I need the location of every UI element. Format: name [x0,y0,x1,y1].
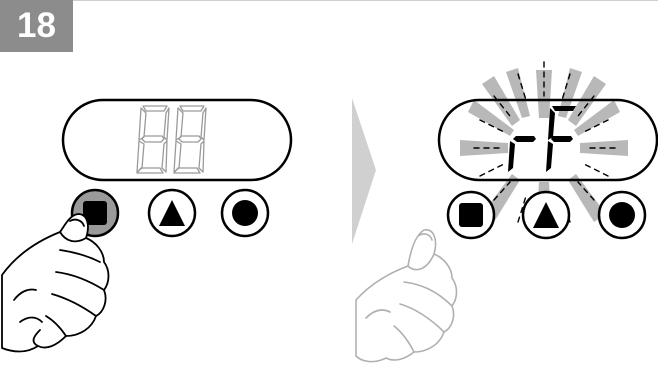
circle-icon [232,200,258,226]
up-button[interactable] [149,190,195,236]
ok-button[interactable] [599,192,645,238]
next-step-arrow [352,98,376,244]
up-button[interactable] [523,192,569,238]
digit-r [508,136,536,172]
square-icon [459,203,483,227]
after-panel [356,62,657,362]
stop-button[interactable] [448,192,494,238]
before-panel [2,100,291,352]
hand-released [356,230,457,362]
circle-icon [609,202,635,228]
ok-button[interactable] [222,190,268,236]
